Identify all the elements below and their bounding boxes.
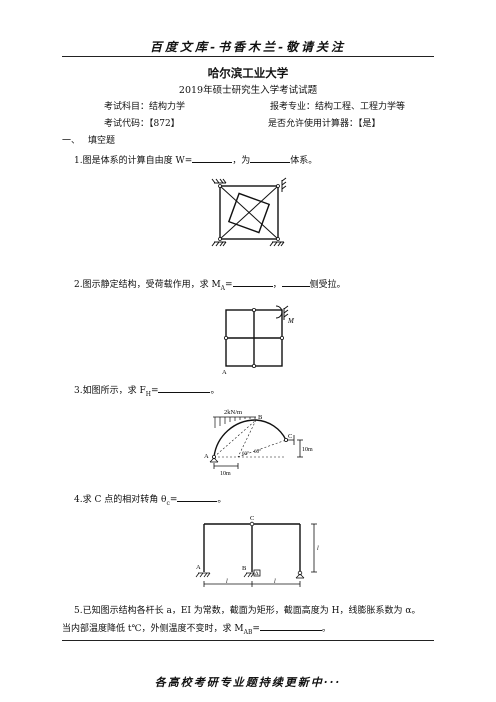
figure-4-dim-l1: l [226, 579, 228, 585]
question-2: 2.图示静定结构，受荷载作用，求 MA= ， 侧受拉。 [74, 277, 346, 292]
calculator-permission: 是否允许使用计算器：【是】 [268, 119, 381, 129]
question-5-text-c: 。 [321, 624, 331, 634]
figure-3-label-B: B [258, 414, 263, 421]
header-banner: 百度文库-书香木兰-敬请关注 [150, 40, 346, 54]
figure-3-load-label: 2kN/m [224, 409, 242, 416]
question-1-answer-1[interactable] [192, 153, 233, 163]
question-2-answer-2[interactable] [281, 277, 310, 287]
question-1-answer-2[interactable] [250, 153, 291, 163]
question-5-text-a: 当内部温度降低 t℃，外侧温度不变时，求 M [62, 624, 244, 634]
header-rule [62, 56, 434, 57]
figure-2-grid-frame: M A [222, 305, 295, 376]
question-3: 3.如图所示，求 FH= 。 [74, 383, 220, 398]
question-5-text-b: = [252, 624, 260, 634]
question-3-text-a: 3.如图所示，求 F [74, 386, 146, 396]
question-2-sub: A [220, 284, 226, 292]
university-title: 哈尔滨工业大学 [207, 66, 289, 80]
figure-3-dim-width: 10m [220, 471, 231, 477]
question-1: 1.图是体系的计算自由度 W= ，为 体系。 [74, 153, 317, 166]
question-2-text-a: 2.图示静定结构，受荷载作用，求 M [74, 280, 221, 290]
question-4: 4.求 C 点的相对转角 θc= 。 [74, 492, 226, 507]
question-4-text-c: 。 [217, 495, 227, 505]
question-2-answer-1[interactable] [232, 277, 273, 287]
question-4-sub: c [166, 499, 170, 507]
figure-3-arch: 2kN/m B C A 60° 60° 10m 10m [204, 409, 313, 477]
figure-4-label-B: B [242, 565, 247, 572]
section-number: 一、 [62, 136, 81, 146]
question-1-text-b: ，为 [232, 156, 251, 166]
figure-3-angle-1: 60° [242, 452, 249, 457]
figure-4-label-C: C [250, 515, 254, 522]
question-2-text-d: 侧受拉。 [309, 280, 346, 290]
figure-3-dim-height: 10m [302, 447, 313, 453]
question-4-answer[interactable] [177, 492, 218, 502]
question-5-line-1: 5.已知图示结构各杆长 a，EI 为常数，截面为矩形，截面高度为 H，线膨胀系数… [74, 606, 421, 616]
figure-2-label-A: A [222, 369, 227, 376]
question-5-line-2: 当内部温度降低 t℃，外侧温度不变时，求 MAB= 。 [62, 621, 331, 636]
figure-1-frame [211, 177, 287, 247]
exam-major: 报考专业：结构工程、工程力学等 [270, 102, 406, 112]
section-title: 填空题 [88, 136, 116, 146]
question-3-text-b: = [150, 386, 159, 396]
footer-rule [62, 640, 434, 641]
exam-subject: 考试科目：结构力学 [104, 102, 186, 112]
figure-3-label-A: A [204, 453, 209, 460]
question-1-text-c: 体系。 [290, 156, 318, 166]
figure-4-label-A: A [196, 564, 201, 571]
figure-4-delta: Δ [255, 571, 259, 577]
question-3-text-c: 。 [210, 386, 220, 396]
question-1-text-a: 1.图是体系的计算自由度 W= [74, 156, 193, 166]
footer-text: 各高校考研专业题持续更新中··· [154, 676, 342, 689]
question-3-answer[interactable] [158, 383, 211, 393]
question-3-sub: H [145, 390, 151, 398]
exam-title: 2019年硕士研究生入学考试试题 [178, 85, 318, 96]
figure-4-dim-lv: l [317, 546, 319, 552]
question-5-answer[interactable] [259, 621, 322, 631]
figure-3-angle-2: 60° [254, 450, 261, 455]
question-2-text-c: ， [272, 280, 282, 290]
figure-4-frame: C A B Δ l l l [195, 515, 319, 587]
question-5-sub: AB [243, 628, 253, 636]
exam-code: 考试代码：【872】 [104, 119, 180, 129]
question-4-text-b: = [169, 495, 178, 505]
question-4-text-a: 4.求 C 点的相对转角 θ [74, 495, 167, 505]
figure-2-label-M: M [287, 317, 295, 325]
question-2-text-b: = [225, 280, 233, 290]
figure-3-label-C: C [288, 433, 292, 440]
figure-4-dim-l2: l [274, 579, 276, 585]
